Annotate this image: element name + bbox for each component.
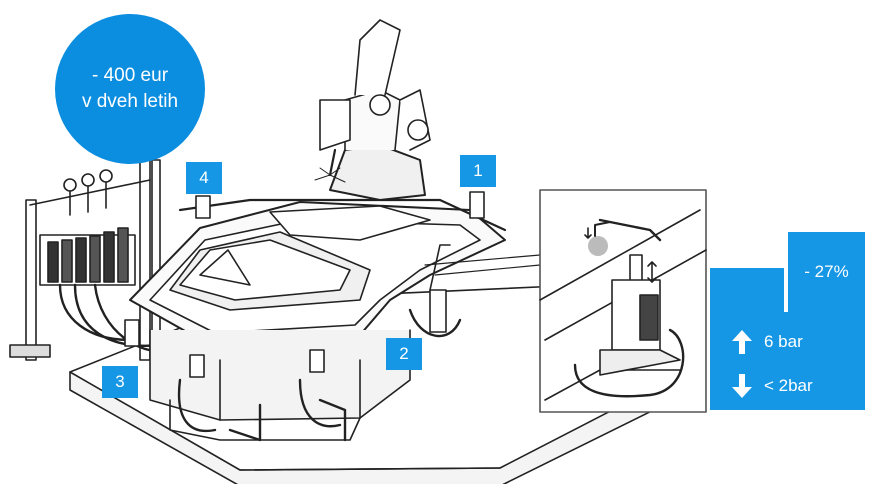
clamps xyxy=(124,191,485,378)
badge-4: 4 xyxy=(186,162,222,194)
pressure-high-row: 6 bar xyxy=(730,328,803,356)
savings-circle: - 400 eur v dveh letih xyxy=(55,14,205,164)
inset-detail xyxy=(539,189,707,413)
welding-robot xyxy=(314,19,431,201)
badge-3: 3 xyxy=(102,366,138,398)
badge-2: 2 xyxy=(386,338,422,370)
savings-period: v dveh letih xyxy=(81,91,179,112)
arrow-up-icon xyxy=(732,330,752,354)
badge-1: 1 xyxy=(460,155,496,187)
pressure-low-row: < 2bar xyxy=(730,372,813,400)
fixture-frame xyxy=(129,198,507,442)
pneumatic-rack xyxy=(9,159,182,361)
pressure-high-value: 6 bar xyxy=(764,332,803,351)
arrow-down-icon xyxy=(732,374,752,398)
inset-connectors xyxy=(424,254,541,276)
percent-reduction-value: - 27% xyxy=(804,262,849,281)
pressure-low-value: < 2bar xyxy=(764,376,813,395)
panel-divider xyxy=(784,232,788,312)
savings-amount: - 400 eur xyxy=(91,65,169,86)
percent-reduction-box: - 27% xyxy=(788,232,865,312)
